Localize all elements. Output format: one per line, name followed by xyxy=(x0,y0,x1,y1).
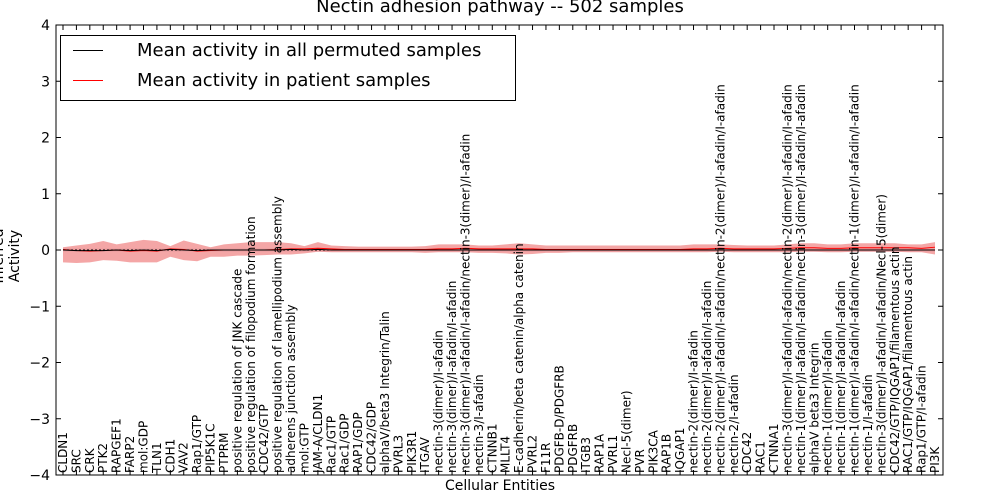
patient-mean-line xyxy=(62,246,936,252)
category-label: positive regulation of JNK cascade xyxy=(230,269,244,473)
category-label: CDC42/GTP/IQGAP1/filamentous actin xyxy=(888,247,902,473)
y-tick-label: −4 xyxy=(29,468,50,484)
category-label: CLDN1 xyxy=(56,432,70,473)
y-axis-label: Inferred Activity xyxy=(0,228,23,284)
y-tick-label: −1 xyxy=(29,299,50,315)
category-label: RAC1 xyxy=(754,441,768,473)
category-label: CRK xyxy=(83,447,97,473)
category-label: nectin-2/I-afadin xyxy=(727,374,741,473)
legend-item-patient: Mean activity in patient samples xyxy=(73,66,431,94)
category-label: nectin-1(dimer)/I-afadin/I-afadin xyxy=(834,281,848,473)
category-label: adherens junction assembly xyxy=(284,304,298,473)
category-label: PI3K xyxy=(928,446,942,473)
category-label: MLLT4 xyxy=(499,436,513,473)
category-label: TLN1 xyxy=(150,442,164,474)
category-label: nectin-3(dimer)/I-afadin xyxy=(432,330,446,473)
chart-title: Nectin adhesion pathway -- 502 samples xyxy=(316,0,684,17)
category-label: JAM-A/CLDN1 xyxy=(311,394,325,474)
category-label: Rap1/GTP xyxy=(190,415,204,473)
y-tick-label: 3 xyxy=(41,74,50,90)
category-label: PVRL1 xyxy=(606,435,620,473)
category-label: nectin-3(dimer)/I-afadin/I-afadin/nectin… xyxy=(780,84,794,473)
category-label: nectin-3(dimer)/I-afadin/I-afadin xyxy=(445,281,459,473)
legend-label-patient: Mean activity in patient samples xyxy=(137,69,431,91)
category-label: alphaV/beta3 Integrin/Talin xyxy=(378,311,392,473)
category-label: PIK3R1 xyxy=(405,431,419,473)
category-label: ITGAV xyxy=(418,436,432,473)
category-label: CDC42/GDP xyxy=(365,402,379,473)
legend-item-permuted: Mean activity in all permuted samples xyxy=(73,36,481,64)
category-label: nectin-2(dimer)/I-afadin xyxy=(687,330,701,473)
legend-label-permuted: Mean activity in all permuted samples xyxy=(137,39,482,61)
y-tick-label: 4 xyxy=(41,18,50,34)
line-layer xyxy=(62,246,936,252)
category-label: RAPGEF1 xyxy=(110,418,124,473)
category-label: Necl-5(dimer) xyxy=(619,390,633,473)
category-label: positive regulation of lamellipodium ass… xyxy=(271,196,285,473)
y-tick-label: −2 xyxy=(29,356,50,372)
category-label: PTPRM xyxy=(217,433,231,474)
category-label: PVRL2 xyxy=(526,435,540,473)
legend-swatch-permuted xyxy=(73,49,103,51)
tick-layer: −4 −3 −2 −1 0 1 2 3 4 xyxy=(29,18,943,484)
category-label: nectin-3/I-afadin xyxy=(472,374,486,473)
category-label: PDGFRB xyxy=(566,424,580,473)
category-label: RAP1A xyxy=(593,433,607,473)
category-label: SRC xyxy=(69,449,83,473)
category-label: PVRL3 xyxy=(391,435,405,473)
patient-band xyxy=(63,239,935,263)
category-label: PIP5K1C xyxy=(204,423,218,473)
legend: Mean activity in all permuted samples Me… xyxy=(60,35,516,101)
category-label: mol:GTP xyxy=(297,423,311,473)
category-label: PIK3CA xyxy=(646,429,660,473)
category-label: Rac1/GTP xyxy=(324,416,338,473)
legend-swatch-patient xyxy=(73,79,103,81)
category-label: PTK2 xyxy=(96,443,110,473)
y-tick-label: 1 xyxy=(41,187,50,203)
y-tick-label: 0 xyxy=(41,243,50,259)
category-label: Rap1/GTP/I-afadin xyxy=(915,365,929,473)
category-label: nectin-1(dimer)/I-afadin xyxy=(821,330,835,473)
category-label: nectin-1/I-afadin xyxy=(861,374,875,473)
category-label: Rac1/GDP xyxy=(338,414,352,473)
category-label: E-cadherin/beta catenin/alpha catenin xyxy=(512,243,526,473)
category-label: PVR xyxy=(633,449,647,473)
category-label: nectin-1(dimer)/I-afadin/I-afadin/nectin… xyxy=(794,84,808,473)
category-label: ITGB3 xyxy=(579,437,593,473)
category-label: nectin-2(dimer)/I-afadin/I-afadin xyxy=(700,281,714,473)
category-label: RAP1B xyxy=(660,434,674,473)
y-tick-label: −3 xyxy=(29,412,50,428)
category-label: nectin-2(dimer)/I-afadin/I-afadin/nectin… xyxy=(713,84,727,473)
category-label: CDH1 xyxy=(163,439,177,473)
y-tick-label: 2 xyxy=(41,131,50,147)
category-label: CDC42 xyxy=(740,432,754,473)
category-label: CTNNA1 xyxy=(767,423,781,473)
category-label: nectin-3(dimer)/I-afadin/I-afadin/nectin… xyxy=(458,134,472,473)
category-label: alphaV beta3 Integrin xyxy=(807,342,821,473)
category-label: CTNNB1 xyxy=(485,423,499,473)
category-label: RAC1/GTP/IQGAP1/filamentous actin xyxy=(901,256,915,473)
category-label: nectin-3(dimer)/I-afadin/I-afadin/Necl-5… xyxy=(874,194,888,473)
category-label: nectin-1(dimer)/I-afadin/I-afadin/nectin… xyxy=(848,84,862,473)
category-label: IQGAP1 xyxy=(673,428,687,473)
category-label: RAP1/GDP xyxy=(351,412,365,473)
category-label: VAV2 xyxy=(177,442,191,473)
category-label: F11R xyxy=(539,442,553,473)
category-label: mol:GDP xyxy=(136,421,150,473)
category-label: FARP2 xyxy=(123,436,137,473)
category-label: PDGFB-D/PDGFRB xyxy=(552,365,566,473)
x-axis-label: Cellular Entities xyxy=(444,478,556,494)
category-label: CDC42/GTP xyxy=(257,404,271,473)
category-label: positive regulation of filopodium format… xyxy=(244,216,258,473)
